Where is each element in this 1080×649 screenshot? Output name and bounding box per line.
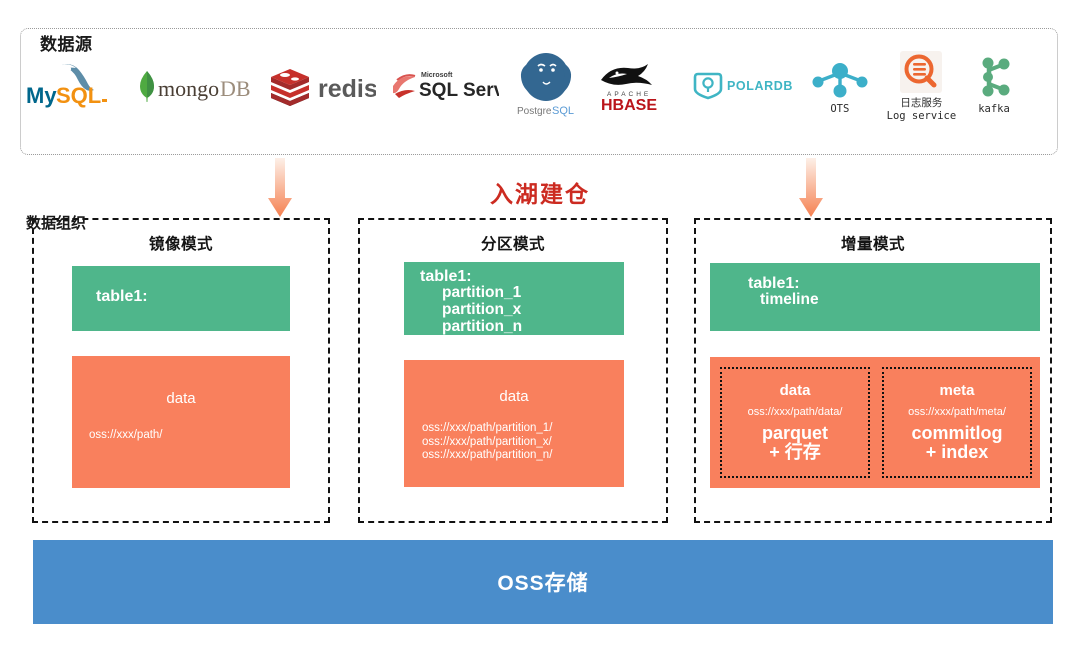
mirror-table-title: table1:: [96, 288, 148, 305]
log-service-icon: [900, 51, 943, 93]
incremental-table-timeline: timeline: [760, 291, 819, 308]
partition-table-partitions: partition_1 partition_x partition_n: [442, 284, 523, 335]
log-service-caption: 日志服务 Log service: [886, 97, 957, 122]
svg-text:SQL Server: SQL Server: [419, 80, 499, 101]
svg-text:My: My: [26, 83, 57, 108]
mirror-table-box: table1:: [72, 266, 290, 331]
partition-table-box: table1: partition_1 partition_x partitio…: [404, 262, 624, 335]
incremental-table-title: table1:: [748, 275, 800, 292]
incremental-meta-subbox: meta oss://xxx/path/meta/ commitlog + in…: [882, 367, 1032, 478]
mirror-data-path: oss://xxx/path/: [89, 429, 163, 441]
kafka-caption: kafka: [978, 103, 1010, 116]
mongodb-logo: mongo DB: [139, 71, 251, 102]
panel-incremental-heading: 增量模式: [840, 236, 905, 253]
oss-storage-bar: OSS存储: [33, 540, 1053, 624]
hbase-logo: APACHE HBASE: [601, 64, 657, 114]
sqlserver-logo: Microsoft SQL Server: [393, 72, 499, 101]
data-source-item-polardb[interactable]: POLARDB: [691, 46, 793, 126]
data-source-item-mysql[interactable]: My SQL: [22, 46, 118, 126]
incremental-meta-detail: commitlog + index: [911, 423, 1003, 462]
partition-table-title: table1:: [420, 268, 472, 285]
panel-partition-heading: 分区模式: [480, 236, 545, 253]
mirror-data-label: data: [166, 390, 196, 407]
svg-text:POLARDB: POLARDB: [727, 79, 793, 93]
data-source-item-kafka[interactable]: kafka: [972, 46, 1016, 126]
svg-text:redis: redis: [318, 75, 376, 103]
ots-caption: OTS: [830, 103, 850, 116]
ots-logo: [812, 63, 868, 98]
svg-text:Microsoft: Microsoft: [421, 72, 453, 79]
incremental-data-name: data: [779, 382, 811, 399]
mirror-data-box: data oss://xxx/path/: [72, 356, 290, 488]
down-arrow-icon-left: [268, 158, 292, 217]
partition-data-label: data: [499, 388, 529, 405]
svg-text:DB: DB: [220, 76, 251, 101]
mysql-logo: My SQL: [26, 64, 107, 108]
svg-text:SQL: SQL: [552, 105, 574, 117]
lake-warehouse-title: 入湖建仓: [490, 181, 590, 207]
svg-text:SQL: SQL: [56, 83, 101, 108]
data-source-item-ots[interactable]: OTS: [809, 46, 871, 126]
incremental-data-box: data oss://xxx/path/data/ parquet + 行存 m…: [710, 357, 1040, 488]
svg-text:Postgre: Postgre: [517, 106, 552, 117]
polardb-logo: POLARDB: [693, 72, 793, 100]
data-source-item-hbase[interactable]: APACHE HBASE: [593, 46, 675, 126]
kafka-logo: [982, 57, 1010, 97]
data-source-item-log-service[interactable]: 日志服务 Log service: [886, 46, 957, 126]
data-source-logo-row: My SQL mongo DB: [22, 46, 1016, 126]
data-source-item-sqlserver[interactable]: Microsoft SQL Server: [391, 46, 499, 126]
data-source-item-mongodb[interactable]: mongo DB: [134, 46, 252, 126]
svg-text:APACHE: APACHE: [607, 91, 651, 98]
incremental-table-box: table1: timeline: [710, 263, 1040, 331]
panel-incremental-mode: 增量模式 table1: timeline data oss://xxx/pat…: [694, 218, 1052, 523]
incremental-data-path: oss://xxx/path/data/: [747, 406, 843, 418]
redis-logo: redis: [270, 69, 376, 106]
panel-partition-mode: 分区模式 table1: partition_1 partition_x par…: [358, 218, 668, 523]
incremental-meta-path: oss://xxx/path/meta/: [908, 406, 1006, 418]
data-organization-title: 数据组织: [26, 215, 87, 232]
incremental-meta-name: meta: [939, 382, 975, 399]
partition-data-box: data oss://xxx/path/partition_1/ oss://x…: [404, 360, 624, 487]
oss-storage-label: OSS存储: [497, 572, 589, 595]
postgresql-logo: Postgre SQL: [517, 53, 574, 117]
incremental-data-subbox: data oss://xxx/path/data/ parquet + 行存: [720, 367, 870, 478]
svg-text:mongo: mongo: [158, 76, 219, 101]
panel-mirror-heading: 镜像模式: [148, 236, 213, 253]
data-source-item-postgresql[interactable]: Postgre SQL: [515, 46, 577, 126]
partition-data-paths: oss://xxx/path/partition_1/ oss://xxx/pa…: [422, 422, 553, 461]
data-source-title: 数据源: [36, 30, 97, 55]
svg-text:HBASE: HBASE: [601, 97, 657, 114]
incremental-data-detail: parquet + 行存: [761, 423, 828, 462]
down-arrow-icon-right: [799, 158, 823, 217]
data-source-item-redis[interactable]: redis: [268, 46, 376, 126]
panel-mirror-mode: 镜像模式 table1: data oss://xxx/path/: [32, 218, 330, 523]
